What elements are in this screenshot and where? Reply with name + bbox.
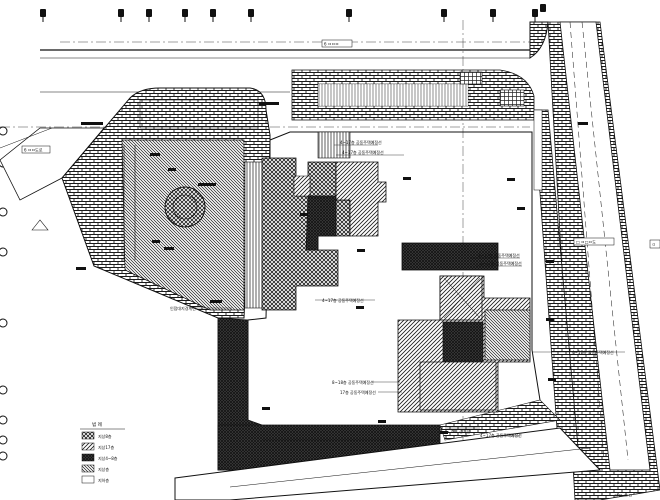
- right-road: [533, 21, 660, 500]
- triangular-plaza: [61, 87, 271, 319]
- marker-7: [346, 9, 352, 22]
- marker-5: [210, 9, 216, 22]
- corner-curb: [529, 21, 549, 59]
- left-grid-ticks: [0, 126, 8, 461]
- level-markers: [76, 102, 588, 434]
- marker-9: [490, 9, 496, 22]
- annotation-11: 4~17층 공동주택예정선: [480, 432, 522, 438]
- annotations: [192, 144, 625, 437]
- north-marker: [31, 219, 49, 231]
- svg-text:지상층: 지상층: [98, 466, 109, 472]
- legend-item-5: 지하층: [81, 475, 109, 484]
- top-column-markers: [40, 4, 546, 22]
- annotation-4: 4~17층 공동주택예정선: [480, 260, 522, 266]
- corner-text: ㅁㅁ ㅁㅁ: [614, 494, 632, 499]
- annotation-6: 4~17층 공동주택예정선: [572, 349, 614, 355]
- marker-11: [540, 4, 546, 12]
- svg-text:지상17층: 지상17층: [98, 444, 114, 450]
- building-west: [244, 131, 387, 311]
- annotation-1: 4~17층 공동주택예정선: [340, 139, 382, 145]
- top-road-label: 6 ㅁㅁㅁ: [324, 42, 339, 47]
- svg-text:지상8층: 지상8층: [98, 433, 112, 439]
- marker-8: [441, 9, 447, 22]
- annotation-10: ~ 조표 경계선: [446, 428, 471, 434]
- right-road-label: □ ㅁ□ㅁ도: [576, 240, 596, 245]
- legend-item-3: 지상4~8층: [81, 453, 118, 462]
- annotation-5: 4~17층 공동주택예정선: [322, 297, 364, 303]
- legend-item-2: 지상17층: [81, 442, 114, 451]
- legend-title: 범 례: [92, 421, 102, 428]
- annotation-3: 4~17층 공동주택예정선: [478, 252, 520, 258]
- svg-text:지하층: 지하층: [98, 477, 109, 483]
- annotation-9: 인접대지경계선: [170, 305, 196, 311]
- marker-6: [248, 9, 254, 22]
- svg-text:지상4~8층: 지상4~8층: [98, 455, 118, 461]
- annotation-8: 17층 공동주택예정선: [340, 389, 376, 395]
- marker-3: [146, 9, 152, 22]
- marker-1: [40, 9, 46, 22]
- left-road-label: 6 ㅁㅁ도로: [24, 148, 43, 153]
- annotation-7: 8~18층 공동주택예정선: [332, 379, 374, 385]
- legend-item-4: 지상층: [81, 464, 109, 473]
- right-edge-tag: ㅁ: [652, 242, 656, 247]
- annotation-2: 4~17층 공동주택예정선: [342, 149, 384, 155]
- building-east: [397, 242, 531, 413]
- marker-10: [532, 9, 538, 22]
- legend: 범 례 지상8층 지상17층 지상4~8층 지상층 지하층: [80, 421, 125, 484]
- legend-item-1: 지상8층: [81, 431, 112, 440]
- marker-2: [118, 9, 124, 22]
- bottom-road: [174, 427, 602, 500]
- marker-4: [182, 9, 188, 22]
